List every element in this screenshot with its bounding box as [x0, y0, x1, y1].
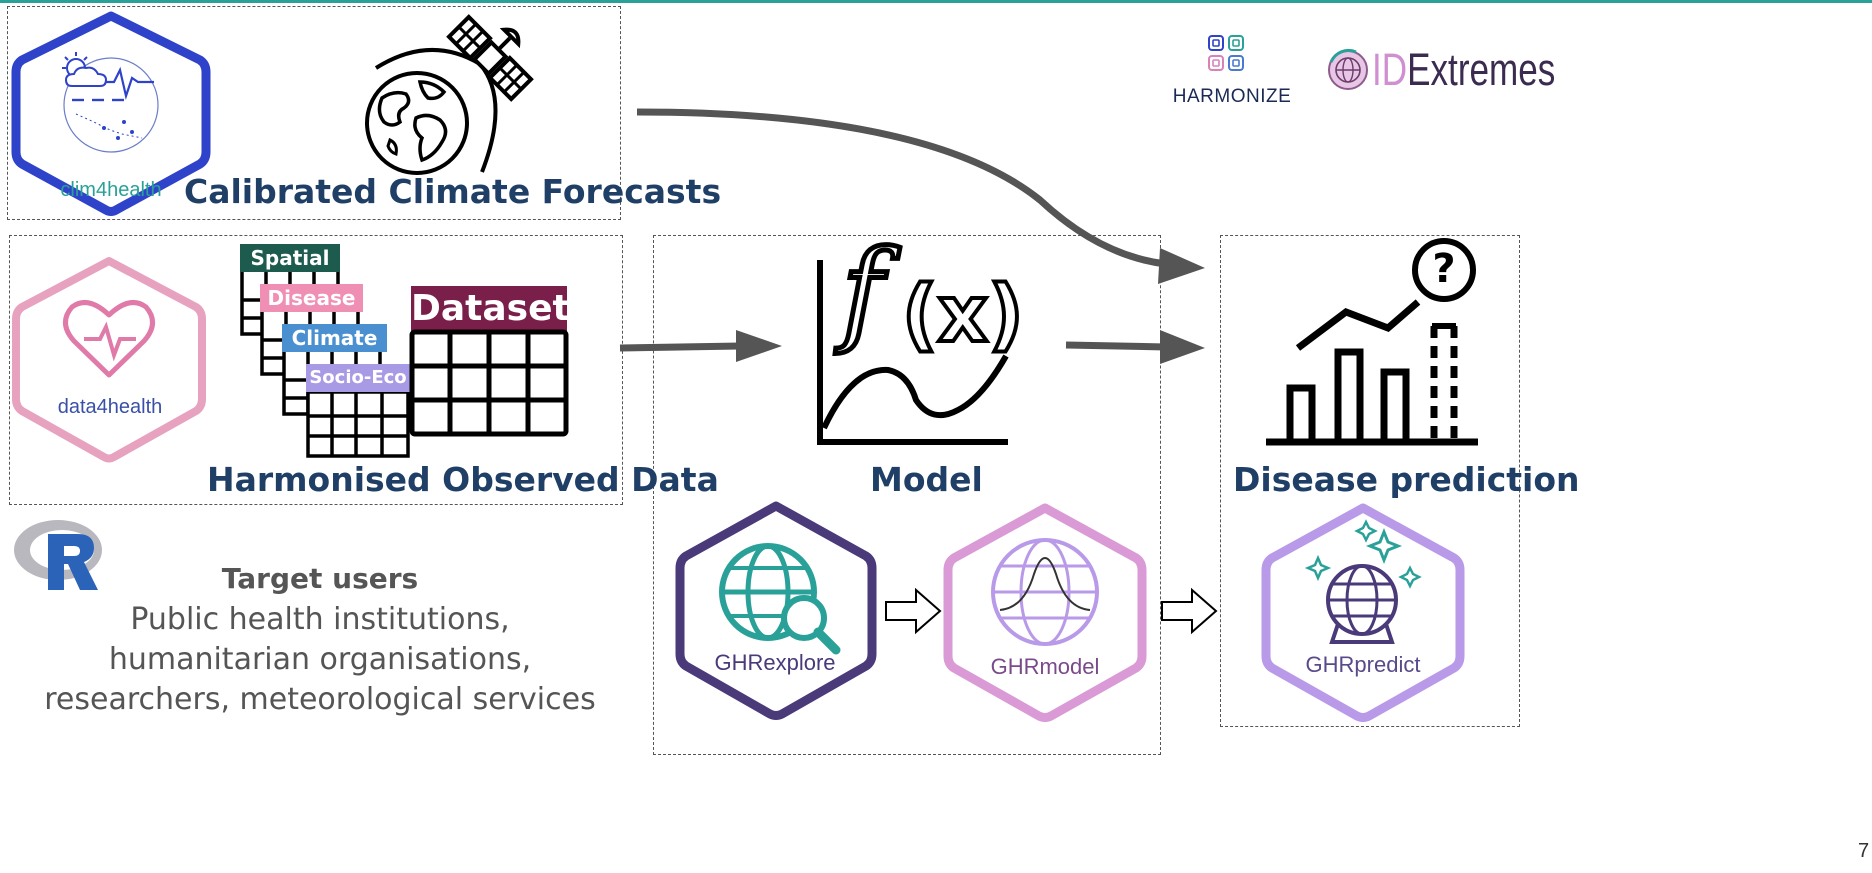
- model-panel: [653, 235, 1161, 755]
- dataset-table-icon: [409, 286, 569, 437]
- ghrexplore-hexagon: [675, 501, 877, 720]
- r-logo-icon: [14, 520, 102, 590]
- climate-title: Calibrated Climate Forecasts: [184, 172, 722, 211]
- clim4health-hexagon: [11, 11, 211, 216]
- harmonize-logo-text: HARMONIZE: [1172, 86, 1292, 107]
- formula-f: f: [839, 227, 886, 357]
- top-accent-line: [0, 0, 1872, 3]
- prediction-chart-icon: [1266, 238, 1478, 446]
- target-users-heading: Target users: [221, 562, 419, 595]
- tag-disease: Disease: [260, 284, 363, 312]
- prediction-panel: [1220, 235, 1520, 727]
- ghrmodel-label: GHRmodel: [990, 654, 1100, 679]
- climate-panel: [7, 6, 621, 220]
- data-title: Harmonised Observed Data: [207, 460, 719, 499]
- ghrpredict-label: GHRpredict: [1305, 652, 1421, 677]
- ghrpredict-hexagon: [1261, 503, 1465, 722]
- tag-socio-eco: Socio-Eco: [306, 364, 410, 392]
- idextremes-logo-text: IDExtremes: [1372, 44, 1555, 96]
- formula-x: (x): [900, 268, 1026, 362]
- target-users-line-2: humanitarian organisations,: [108, 642, 532, 677]
- model-function-icon: [817, 260, 1009, 445]
- tag-climate: Climate: [282, 324, 387, 352]
- tag-spatial: Spatial: [240, 244, 340, 272]
- arrow-explore-to-model: [885, 587, 942, 635]
- ghrmodel-hexagon: [943, 503, 1147, 722]
- harmonize-logo-icon: [1208, 35, 1244, 71]
- target-users-line-1: Public health institutions,: [130, 602, 510, 637]
- data4health-label: data4health: [57, 396, 163, 418]
- clim4health-label: clim4health: [60, 179, 162, 201]
- idextremes-id: ID: [1372, 44, 1408, 95]
- earth-icon: [365, 71, 469, 175]
- page-number: 7: [1858, 840, 1870, 862]
- ghrexplore-label: GHRexplore: [714, 650, 836, 675]
- idextremes-rest: Extremes: [1407, 44, 1556, 95]
- data4health-hexagon: [12, 257, 206, 463]
- prediction-title: Disease prediction: [1233, 460, 1580, 499]
- dataset-label: Dataset: [411, 288, 570, 329]
- question-mark: ?: [1432, 246, 1456, 292]
- arrow-model-to-predict: [1161, 587, 1218, 635]
- satellite-icon: [446, 14, 534, 102]
- model-title: Model: [870, 460, 983, 499]
- data-panel: [9, 235, 623, 505]
- target-users-line-3: researchers, meteorological services: [44, 682, 596, 717]
- globe-logo-icon: [1328, 48, 1368, 90]
